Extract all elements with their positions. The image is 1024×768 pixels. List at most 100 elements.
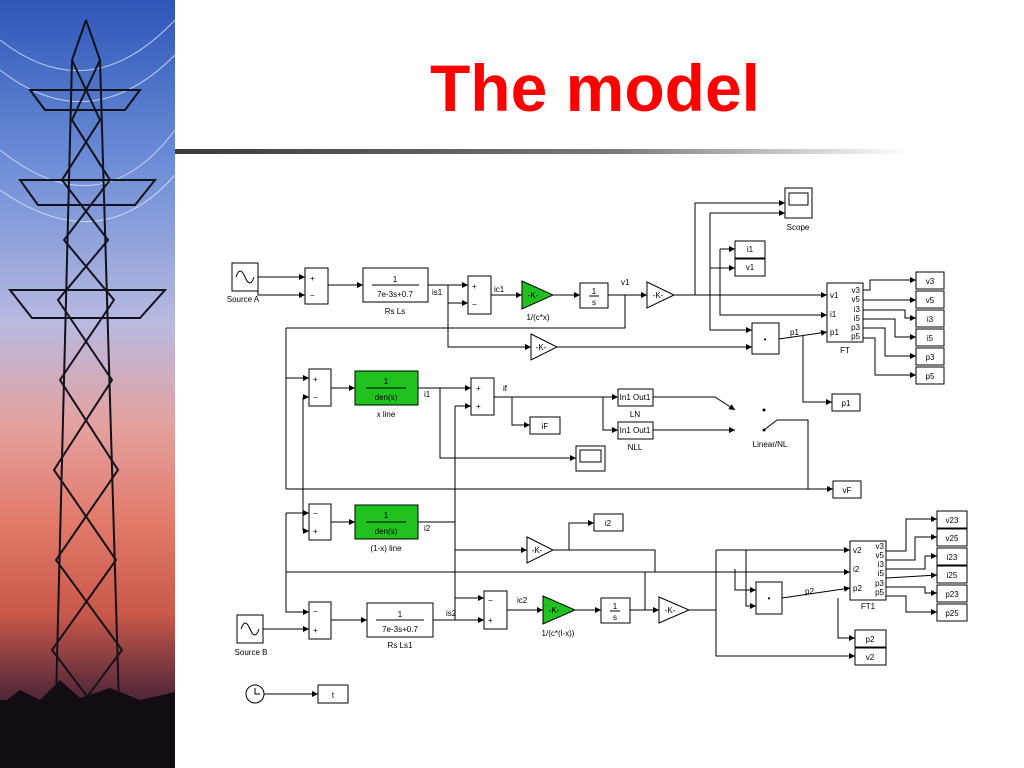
out-v3-label: v3 xyxy=(926,277,935,286)
ft1-block[interactable]: v2 i2 p2 v3 v5 i3 i5 p3 p5 FT1 xyxy=(849,540,887,611)
output-p25[interactable] xyxy=(936,603,968,622)
out-t-label: t xyxy=(332,691,335,700)
sumif-plus: + xyxy=(476,384,481,393)
output-iF[interactable]: iF xyxy=(529,416,561,435)
signal-p2: p2 xyxy=(805,587,814,596)
source-a-label: Source A xyxy=(227,295,260,304)
ft-name: FT xyxy=(840,346,850,355)
sum-block-ic2[interactable]: − + xyxy=(483,590,508,630)
integrator-block-1[interactable]: 1 s xyxy=(579,282,609,309)
source-a-block[interactable]: Source A xyxy=(227,262,260,304)
out-p1-label: p1 xyxy=(842,399,851,408)
sum-block-xline[interactable]: + − xyxy=(308,368,332,407)
ft1-in-v2: v2 xyxy=(853,546,862,555)
tf-rs-ls-block[interactable]: 1 7e-3s+0.7 Rs Ls xyxy=(362,267,429,316)
ft1-output-group: v23 v25 i23 i25 p23 p25 xyxy=(936,510,968,622)
output-t[interactable]: t xyxy=(317,684,349,704)
sum-block-2[interactable]: − + xyxy=(308,601,332,640)
ft-in-p1: p1 xyxy=(830,328,839,337)
output-v1[interactable]: v1 xyxy=(734,258,766,277)
xline-name: x line xyxy=(377,410,396,419)
ln-block[interactable]: In1 Out1 LN xyxy=(617,388,654,419)
sum-block-if[interactable]: + + xyxy=(470,377,495,416)
output-p5[interactable] xyxy=(915,366,945,385)
product2-symbol: • xyxy=(768,594,771,603)
product-block-p1[interactable]: • xyxy=(751,322,780,355)
out-i2-label: i2 xyxy=(605,519,612,528)
output-v25[interactable] xyxy=(936,528,968,547)
integrator-block-2[interactable]: 1 s xyxy=(600,597,631,624)
scope-block[interactable]: Scope xyxy=(784,187,813,232)
output-i23[interactable] xyxy=(936,547,968,566)
sum-block-ic1[interactable]: + − xyxy=(467,275,492,315)
out-p2-label: p2 xyxy=(866,635,875,644)
sumic1-plus: + xyxy=(472,282,477,291)
gain-block-i2[interactable]: -K- xyxy=(526,536,555,564)
sum-block-1[interactable]: + − xyxy=(304,267,329,305)
output-i3[interactable] xyxy=(915,309,945,328)
output-v2[interactable]: v2 xyxy=(854,647,887,666)
sum-block-1minusx[interactable]: − + xyxy=(308,503,332,541)
scope-block-if[interactable] xyxy=(575,445,606,472)
out-p23-label: p23 xyxy=(945,590,959,599)
ft-in-v1: v1 xyxy=(830,291,839,300)
gain-block-v1[interactable]: -K- xyxy=(646,281,676,309)
out-i23-label: i23 xyxy=(947,553,958,562)
ft1-out-v5: v5 xyxy=(876,551,885,560)
output-p2[interactable]: p2 xyxy=(854,629,887,648)
one-minus-x-line-block[interactable]: 1 den(s) (1-x) line xyxy=(354,504,419,553)
sum1mx-minus: − xyxy=(313,509,318,518)
signal-v1: v1 xyxy=(621,278,630,287)
int2-den: s xyxy=(613,613,617,622)
sumx-minus: − xyxy=(313,393,318,402)
gain-block-v2[interactable]: -K- xyxy=(658,596,691,624)
tf-rs-ls1-block[interactable]: 1 7e-3s+0.7 Rs Ls1 xyxy=(366,602,434,650)
ft-out-v3: v3 xyxy=(852,286,861,295)
sum1-minus: − xyxy=(310,291,315,300)
int1-num: 1 xyxy=(592,287,597,296)
ft1-out-p5: p5 xyxy=(875,588,884,597)
out-i1-label: i1 xyxy=(747,245,754,254)
ln-ports: In1 Out1 xyxy=(620,393,651,402)
output-v3[interactable] xyxy=(915,271,945,290)
sumif-plus2: + xyxy=(476,402,481,411)
gain1-k: -K- xyxy=(528,291,539,300)
output-i2[interactable]: i2 xyxy=(593,513,624,532)
output-v5[interactable] xyxy=(915,290,945,309)
ft-out-p5: p5 xyxy=(851,332,860,341)
signal-if: if xyxy=(503,384,508,393)
gain-block-2-c-lx[interactable]: -K- 1/(c*(l-x)) xyxy=(542,595,577,638)
ft1-out-p3: p3 xyxy=(875,579,884,588)
output-p3[interactable] xyxy=(915,347,945,366)
xline-numerator: 1 xyxy=(384,377,389,386)
nll-block[interactable]: In1 Out1 NLL xyxy=(617,421,654,452)
ft-out-v5: v5 xyxy=(852,295,861,304)
tf2-numerator: 1 xyxy=(398,610,403,619)
output-v23[interactable] xyxy=(936,510,968,529)
out-v23-label: v23 xyxy=(946,516,959,525)
output-i1[interactable]: i1 xyxy=(734,240,766,259)
switch-name: Linear/NL xyxy=(753,440,788,449)
linear-nl-switch[interactable]: Linear/NL xyxy=(753,408,788,450)
source-b-block[interactable]: Source B xyxy=(235,614,268,657)
output-i5[interactable] xyxy=(915,328,945,347)
output-vF[interactable]: vF xyxy=(832,480,862,499)
scope-label: Scope xyxy=(787,223,810,232)
gain-block-1-c-x[interactable]: -K- 1/(c*x) xyxy=(521,280,555,322)
ft-out-p3: p3 xyxy=(851,323,860,332)
ft1-out-v3: v3 xyxy=(876,542,885,551)
output-p1[interactable]: p1 xyxy=(831,393,861,412)
output-i25[interactable] xyxy=(936,565,968,584)
tf2-denominator: 7e-3s+0.7 xyxy=(382,625,418,634)
out-vF-label: vF xyxy=(843,486,852,495)
signal-wires xyxy=(257,200,938,697)
out-i3-label: i3 xyxy=(927,315,934,324)
ft-block[interactable]: v1 i1 p1 v3 v5 i3 i5 p3 p5 FT xyxy=(826,282,864,355)
x-line-block[interactable]: 1 den(s) x line xyxy=(354,370,419,419)
signal-i2: i2 xyxy=(424,524,431,533)
gain-block-i1[interactable]: -K- xyxy=(530,333,559,361)
product-block-p2[interactable]: • xyxy=(755,581,783,615)
output-p23[interactable] xyxy=(936,584,968,603)
clock-block[interactable] xyxy=(245,684,265,704)
